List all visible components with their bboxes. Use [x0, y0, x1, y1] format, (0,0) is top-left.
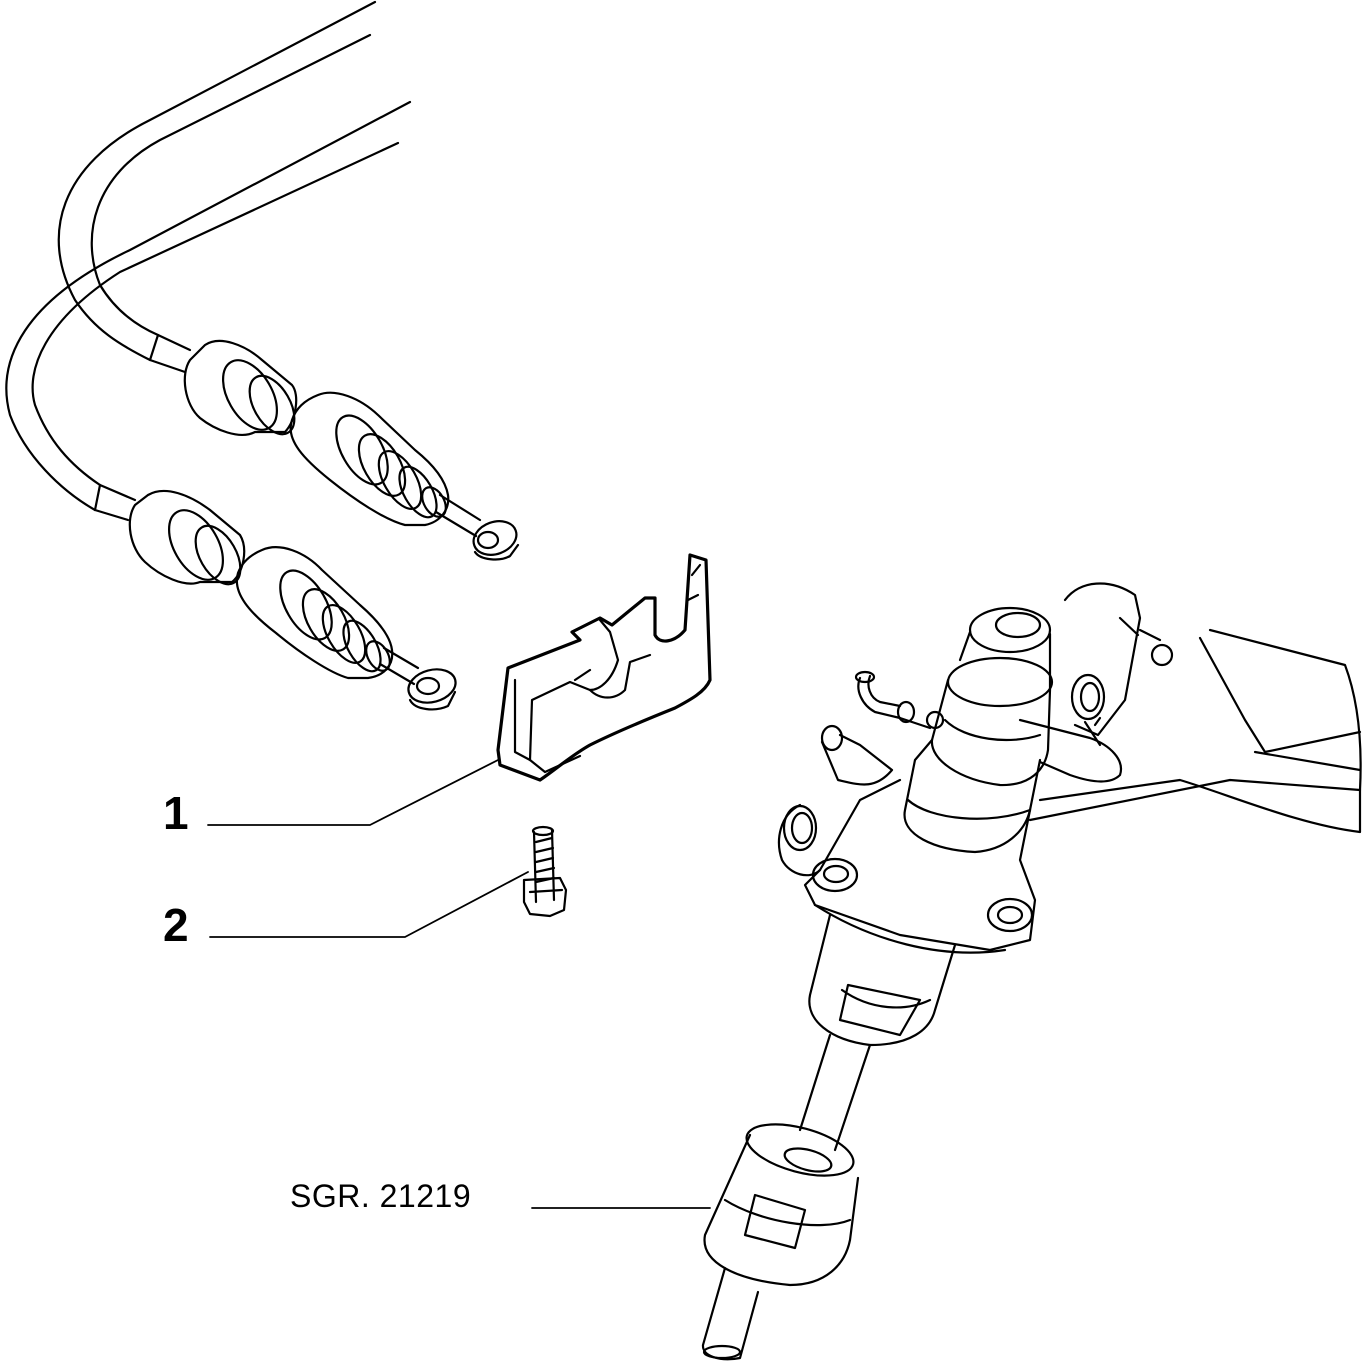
- callout-number-2: 2: [163, 899, 189, 951]
- gear-cable-upper: [59, 2, 521, 561]
- flange-bolt-part: [524, 827, 566, 916]
- leader-line-1: [208, 760, 498, 825]
- callout-number-1: 1: [163, 787, 189, 839]
- gear-selector-assembly: [703, 584, 1361, 1360]
- gear-cable-lower: [6, 102, 459, 709]
- leader-line-2: [210, 872, 528, 937]
- leader-lines: [208, 760, 710, 1208]
- cable-bracket-part: [498, 555, 710, 780]
- reference-group-label: SGR. 21219: [290, 1178, 472, 1214]
